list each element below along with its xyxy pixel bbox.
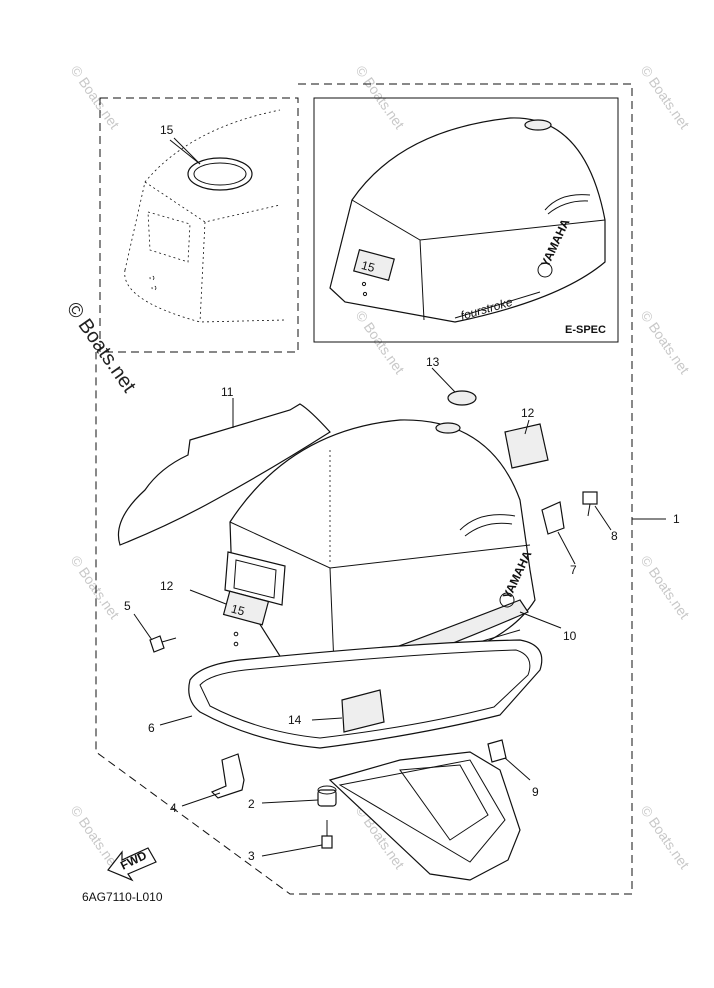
watermark: © Boats.net [638, 803, 693, 872]
part-14-decal [341, 689, 385, 733]
part-9-clip [487, 739, 507, 763]
callout-6: 6 [148, 721, 155, 735]
model-badge: 15 [360, 258, 377, 275]
callout-12-upper: 12 [521, 406, 535, 420]
model-badge: 15 [230, 601, 247, 618]
part-13-emblem [447, 390, 477, 406]
diagram-code: 6AG7110-L010 [82, 890, 163, 904]
bottom-cowling-tray [328, 751, 521, 881]
callout-7: 7 [570, 563, 577, 577]
top-ring-part-15 [187, 157, 253, 191]
part-8-bolt [582, 491, 598, 517]
callout-5: 5 [124, 599, 131, 613]
watermark: © Boats.net [353, 63, 408, 132]
watermark: © Boats.net [68, 553, 123, 622]
inset-espec-cowling: 15 YAMAHA fourstroke E-SPEC [329, 117, 606, 336]
watermark: © Boats.net [68, 63, 123, 132]
part-12-model-decal: 15 [222, 590, 270, 626]
callout-15: 15 [160, 123, 174, 137]
inset-espec-frame [313, 97, 619, 343]
callout-4: 4 [170, 801, 177, 815]
part-2-grommet [317, 785, 337, 807]
watermark: © Boats.net [638, 553, 693, 622]
callout-2: 2 [248, 797, 255, 811]
callout-labels: 1 2 3 4 5 6 7 8 9 10 11 12 12 13 14 15 [124, 123, 680, 863]
inset-option-frame [99, 97, 299, 353]
inset-option-cowling [124, 109, 286, 323]
watermark-main: © Boats.net [62, 298, 140, 397]
callout-9: 9 [532, 785, 539, 799]
watermark: © Boats.net [638, 63, 693, 132]
callout-8: 8 [611, 529, 618, 543]
part-12-decal [504, 423, 549, 469]
callout-12-lower: 12 [160, 579, 174, 593]
callout-13: 13 [426, 355, 440, 369]
part-11-cover-panel [117, 403, 331, 546]
part-4-bracket [210, 753, 245, 799]
watermark: © Boats.net [638, 308, 693, 377]
part-5-screw [149, 635, 177, 653]
callout-11: 11 [221, 385, 234, 399]
leader-lines [133, 137, 666, 857]
variant-label: E-SPEC [565, 324, 606, 336]
callout-1: 1 [673, 512, 680, 526]
callout-14: 14 [288, 713, 302, 727]
part-7-bracket [541, 501, 565, 535]
callout-10: 10 [563, 629, 577, 643]
assembly-boundary [95, 83, 633, 895]
part-3-screw [321, 820, 333, 849]
callout-3: 3 [248, 849, 255, 863]
